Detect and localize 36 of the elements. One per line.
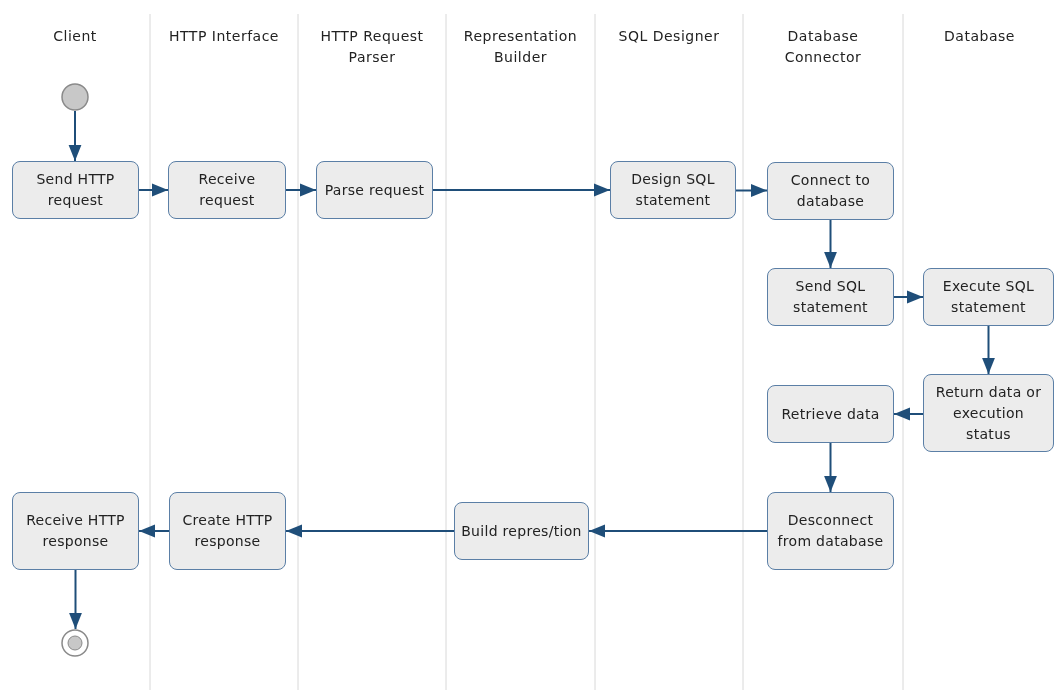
activity-box: Return data or execution status (923, 374, 1054, 452)
arrow (982, 325, 995, 375)
arrow (68, 110, 82, 162)
activity-box: Parse request (316, 161, 433, 219)
arrow (824, 442, 837, 493)
activity-box: Receive request (168, 161, 286, 219)
lane-header: HTTP Interface (168, 27, 280, 46)
lane-header: Database (943, 27, 1016, 46)
end-node (61, 629, 89, 657)
arrow (285, 183, 317, 197)
activity-box: Retrieve data (767, 385, 894, 443)
arrow (824, 219, 837, 269)
arrow (893, 290, 924, 304)
arrow (138, 183, 169, 197)
arrow (69, 569, 82, 630)
lane-header: Database Connector (783, 27, 863, 67)
lane-header: SQL Designer (617, 27, 721, 46)
activity-box: Execute SQL statement (923, 268, 1054, 326)
activity-box: Receive HTTP response (12, 492, 139, 570)
activity-box: Design SQL statement (610, 161, 736, 219)
arrow (432, 183, 611, 197)
arrow (893, 407, 924, 421)
lane-header: Client (52, 27, 98, 46)
activity-box: Create HTTP response (169, 492, 286, 570)
arrow (138, 524, 170, 538)
activity-box: Send HTTP request (12, 161, 139, 219)
activity-box: Build repres/tion (454, 502, 589, 560)
lane-header: HTTP Request Parser (319, 27, 425, 67)
start-node (61, 83, 89, 111)
arrow (285, 524, 455, 538)
activity-box: Desconnect from database (767, 492, 894, 570)
arrow (735, 184, 768, 197)
activity-box: Connect to database (767, 162, 894, 220)
arrow (588, 524, 768, 538)
lane-header: Representation Builder (462, 27, 579, 67)
activity-box: Send SQL statement (767, 268, 894, 326)
